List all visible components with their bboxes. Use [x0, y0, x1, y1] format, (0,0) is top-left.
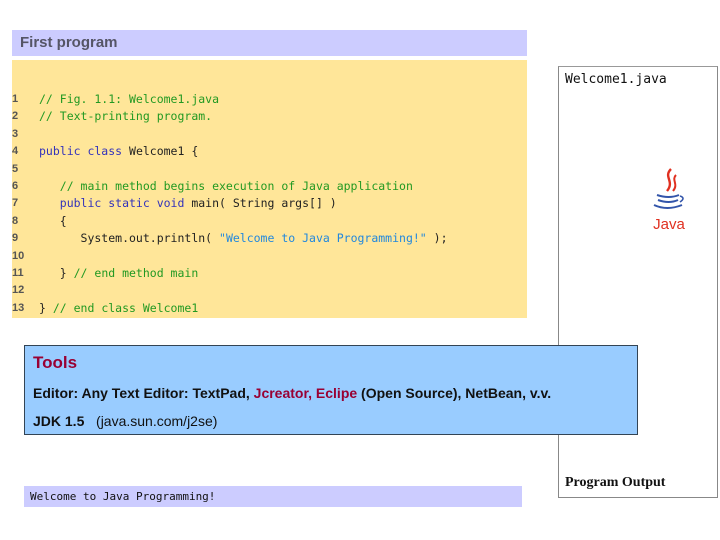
code-token-comment: // Text-printing program.: [39, 109, 213, 124]
editor-highlight: Jcreator, Eclipe: [253, 385, 358, 401]
code-text: {: [39, 213, 67, 230]
code-token-string: "Welcome to Java Programming!": [219, 231, 427, 246]
code-text: // main method begins execution of Java …: [39, 178, 413, 195]
tools-heading: Tools: [33, 353, 78, 372]
code-line: 12: [12, 282, 527, 299]
code-token-plain: {: [39, 213, 67, 228]
code-token-comment: // main method begins execution of Java …: [39, 178, 413, 193]
code-text: // Text-printing program.: [39, 108, 212, 125]
line-number: 6: [12, 179, 19, 192]
line-number: 13: [12, 301, 25, 314]
program-output-label: Program Output: [565, 475, 666, 490]
code-line: 7 public static void main( String args[]…: [12, 195, 527, 212]
code-line: 8 {: [12, 213, 527, 230]
line-number: 3: [12, 127, 19, 140]
jdk-label: JDK 1.5: [33, 413, 85, 429]
code-token-comment: // end method main: [73, 265, 199, 280]
code-text: System.out.println( "Welcome to Java Pro…: [39, 230, 448, 247]
java-logo-icon: Java: [653, 168, 685, 233]
editor-suffix: (Open Source), NetBean, v.v.: [357, 385, 552, 401]
code-token-keyword: public static void: [39, 196, 192, 211]
code-token-plain: }: [39, 300, 53, 315]
line-number: 8: [12, 214, 19, 227]
editor-prefix: Editor: Any Text Editor: TextPad,: [33, 385, 254, 401]
code-lines: 1 // Fig. 1.1: Welcome1.java 2 // Text-prin…: [12, 91, 527, 317]
code-token-plain: );: [426, 231, 448, 246]
code-text: // Fig. 1.1: Welcome1.java: [39, 91, 219, 108]
line-number: 4: [12, 145, 19, 158]
jdk-link[interactable]: (java.sun.com/j2se): [96, 413, 218, 429]
line-number: 1: [12, 93, 19, 105]
line-number: 5: [12, 162, 19, 175]
code-line: 4 public class Welcome1 {: [12, 143, 527, 160]
code-line: 2 // Text-printing program.: [12, 108, 527, 125]
file-name: Welcome1.java: [565, 72, 667, 87]
line-number: 11: [12, 266, 24, 279]
code-listing: 1 // Fig. 1.1: Welcome1.java 2 // Text-prin…: [12, 60, 527, 318]
code-line: 13} // end class Welcome1: [12, 300, 527, 317]
program-output: Welcome to Java Programming!: [24, 486, 522, 507]
line-number: 2: [12, 110, 19, 123]
line-number: 12: [12, 284, 25, 297]
tools-editor-line: Editor: Any Text Editor: TextPad, Jcreat…: [33, 385, 551, 401]
line-number: 9: [12, 232, 19, 245]
code-text: public class Welcome1 {: [39, 143, 198, 160]
code-token-plain: Welcome1 {: [129, 144, 199, 159]
svg-text:Java: Java: [653, 216, 685, 233]
code-line: 1 // Fig. 1.1: Welcome1.java: [12, 91, 527, 108]
code-text: } // end method main: [39, 265, 198, 282]
code-line: 11 } // end method main: [12, 265, 527, 282]
code-text: } // end class Welcome1: [39, 300, 198, 317]
slide-title: First program: [12, 30, 527, 56]
code-line: 3: [12, 126, 527, 143]
code-token-plain: System.out.println(: [39, 231, 220, 246]
line-number: 7: [12, 197, 19, 210]
code-token-comment: // Fig. 1.1: Welcome1.java: [39, 92, 220, 106]
code-token-keyword: public class: [39, 144, 130, 159]
tools-box: Tools Editor: Any Text Editor: TextPad, …: [24, 345, 638, 435]
code-text: public static void main( String args[] ): [39, 195, 337, 212]
line-number: 10: [12, 249, 25, 262]
code-token-plain: main( String args[] ): [191, 196, 337, 211]
tools-jdk-line: JDK 1.5 (java.sun.com/j2se): [33, 413, 217, 429]
code-line: 9 System.out.println( "Welcome to Java P…: [12, 230, 527, 247]
code-line: 6 // main method begins execution of Jav…: [12, 178, 527, 195]
code-token-plain: }: [39, 265, 74, 280]
code-token-comment: // end class Welcome1: [52, 300, 199, 315]
code-line: 5: [12, 161, 527, 178]
code-line: 10: [12, 248, 527, 265]
